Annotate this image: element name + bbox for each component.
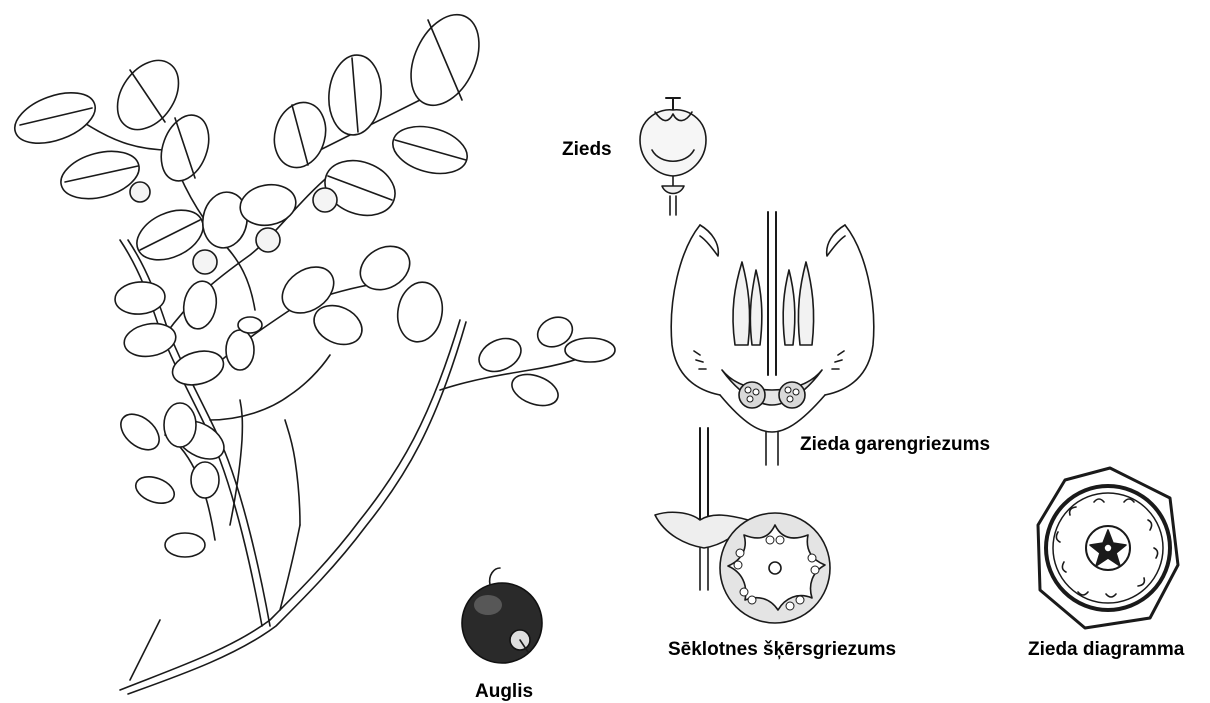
ovary-cross-section-illustration <box>655 428 830 623</box>
label-flower-section: Zieda garengriezums <box>800 435 990 454</box>
fruit-illustration <box>462 568 542 663</box>
flower-section-illustration <box>671 212 874 465</box>
label-flower: Zieds <box>562 140 612 159</box>
label-ovary-cross-section: Sēklotnes šķērsgriezums <box>668 640 896 659</box>
flower-diagram-illustration <box>1038 468 1178 628</box>
flower-illustration <box>640 98 706 215</box>
label-flower-diagram: Zieda diagramma <box>1028 640 1184 659</box>
label-fruit: Auglis <box>475 682 533 701</box>
